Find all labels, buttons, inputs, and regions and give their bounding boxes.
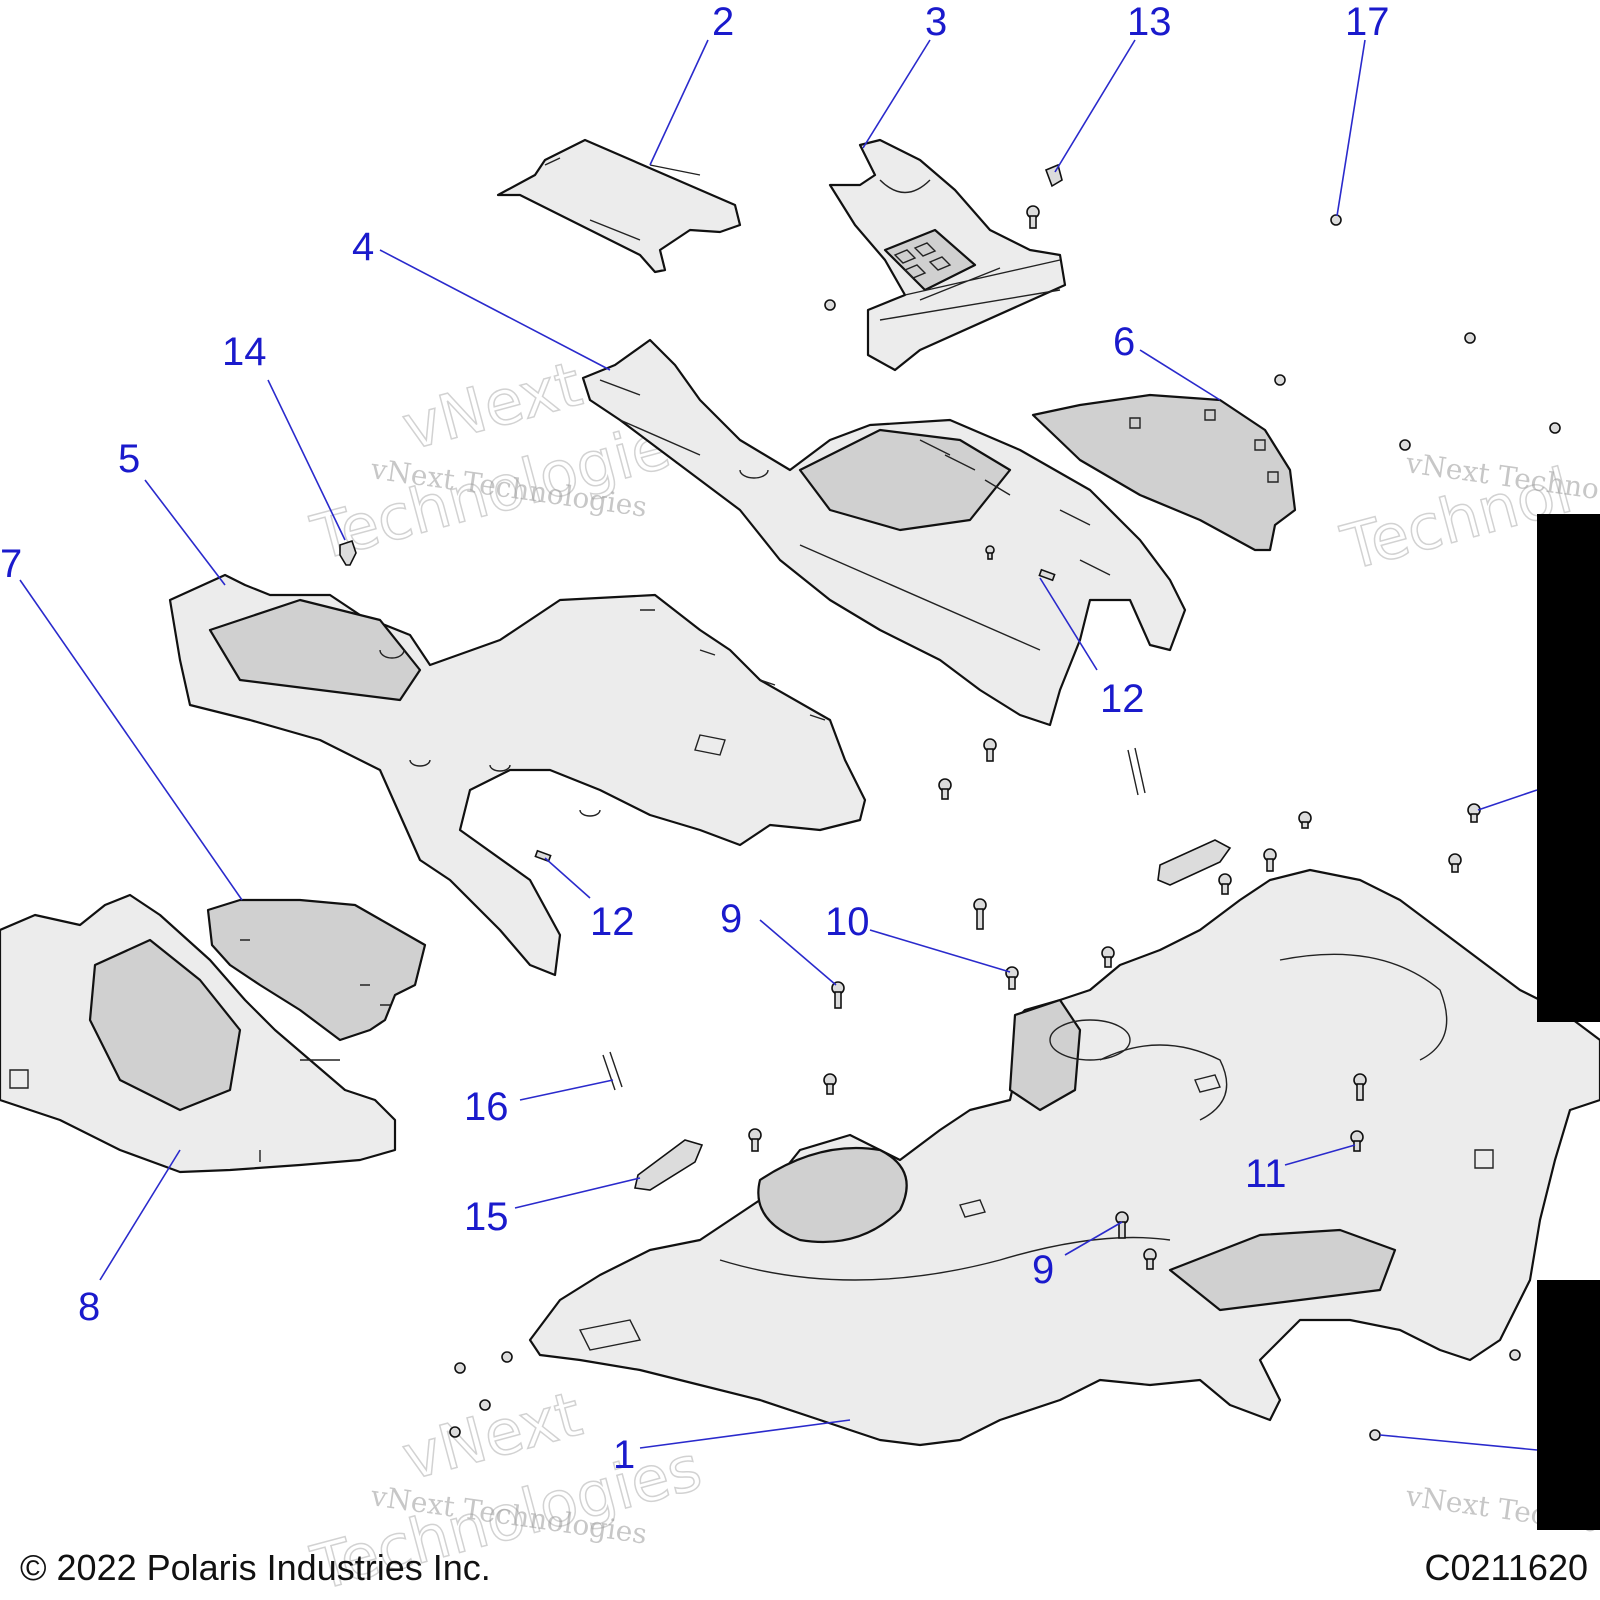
part-6-side-deflector: [1031, 393, 1297, 552]
part-12-rivet-upper: [1038, 568, 1056, 582]
occlusion-bar-lower: [1537, 1280, 1600, 1530]
callout-9b: 9: [1032, 1248, 1054, 1292]
drawing-code: C0211620: [1425, 1547, 1588, 1588]
screw-t: [824, 299, 836, 311]
part-16-pins: [602, 1051, 623, 1091]
part-14-push-rivet: [339, 539, 357, 566]
part-13-clip: [1044, 163, 1063, 188]
part-5-front-frame: [168, 573, 867, 977]
callout-labels: 1 2 3 4 5 6 7 8 9 9 10 11 12 12 13 14 15…: [0, 0, 1390, 1477]
screw-k: [1448, 853, 1462, 873]
part-17-push-rivet: [1330, 214, 1342, 226]
screw-s: [1549, 422, 1561, 434]
fasteners: [449, 205, 1561, 1441]
callout-14: 14: [222, 330, 267, 374]
callout-2: 2: [712, 0, 734, 44]
screw-u: [454, 1362, 466, 1374]
part-2-cover-plate: [496, 138, 742, 274]
screw-q: [1274, 374, 1286, 386]
part-8-left-panel: [0, 893, 397, 1174]
screw-m: [1298, 811, 1312, 829]
screw-11: [1350, 1130, 1364, 1152]
callout-7: 7: [0, 542, 22, 586]
screw-d: [823, 1073, 837, 1095]
callout-8: 8: [78, 1285, 100, 1329]
callout-5: 5: [118, 437, 140, 481]
screw-f: [1143, 1248, 1157, 1270]
leader-lines: [19, 39, 1538, 1451]
callout-11: 11: [1245, 1152, 1287, 1196]
part-3-vent-bracket: [828, 138, 1067, 372]
screw-p: [1464, 332, 1476, 344]
screw-9a: [831, 981, 845, 1009]
screw-v: [501, 1351, 513, 1363]
screw-x: [449, 1426, 461, 1438]
screw-o: [985, 545, 995, 560]
copyright-text: © 2022 Polaris Industries Inc.: [20, 1547, 491, 1588]
screw-h: [938, 778, 952, 800]
screw-w: [479, 1399, 491, 1411]
part-4-center-console: [581, 338, 1187, 727]
screw-i: [1263, 848, 1277, 872]
part-1-main-fender: [528, 868, 1600, 1447]
screw-e: [748, 1128, 762, 1152]
screw-r: [1399, 439, 1411, 451]
screw-y: [1509, 1349, 1521, 1361]
screw-z: [1369, 1429, 1381, 1441]
callout-4: 4: [352, 225, 374, 269]
occlusion-bar-upper: [1537, 514, 1600, 1022]
screw-10: [1005, 966, 1019, 990]
callout-6: 6: [1113, 320, 1135, 364]
screw-c: [1353, 1073, 1367, 1101]
part-15-bracket: [634, 1139, 704, 1191]
callout-16: 16: [464, 1085, 509, 1129]
screw-b: [1101, 946, 1115, 968]
screw-j: [1218, 873, 1232, 895]
part-15-bracket-2: [1157, 839, 1232, 886]
callout-12a: 12: [1100, 677, 1145, 721]
screw-l: [1467, 803, 1481, 823]
screw-9b: [1115, 1211, 1129, 1239]
screw-n: [1026, 205, 1040, 229]
part-7-inner-shield: [206, 898, 427, 1042]
callout-1: 1: [613, 1433, 635, 1477]
callout-17: 17: [1345, 0, 1390, 44]
part-12-rivet-lower: [534, 849, 552, 863]
callout-9a: 9: [720, 897, 742, 941]
part-16-pins-2: [1127, 747, 1146, 796]
callout-15: 15: [464, 1195, 509, 1239]
callout-10: 10: [825, 900, 870, 944]
screw-g: [983, 738, 997, 762]
callout-12b: 12: [590, 900, 635, 944]
screw-a: [973, 898, 987, 930]
callout-13: 13: [1127, 0, 1172, 44]
callout-3: 3: [925, 0, 947, 44]
